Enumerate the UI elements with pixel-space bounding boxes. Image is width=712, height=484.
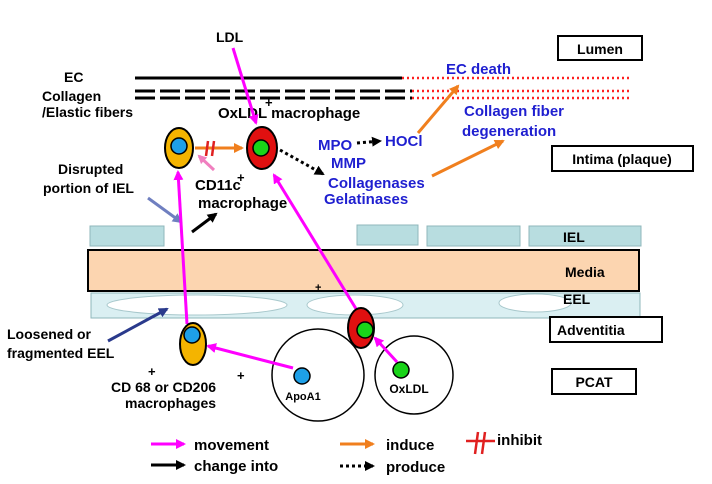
cd11c-macrophage-intima [164, 127, 194, 169]
oxldl-macrophage-migration-arrow [272, 173, 360, 313]
svg-text:Intima (plaque): Intima (plaque) [572, 151, 672, 167]
iel-segment [89, 225, 165, 247]
layer-label-media: Media [565, 264, 605, 280]
loosened-eel-label: Loosened or [7, 326, 92, 342]
svg-text:Lumen: Lumen [577, 41, 623, 57]
collagen-label: Collagen [42, 88, 101, 104]
layer-label-lumen: Lumen [557, 35, 643, 61]
ldl-movement-arrow [231, 47, 259, 125]
elastic-fibers-label: /Elastic fibers [42, 104, 133, 120]
loosened-eel-label-2: fragmented EEL [7, 345, 115, 361]
oxldl-macrophage-adventitia [347, 307, 375, 349]
oxldl-label: OxLDL [389, 382, 428, 396]
plus-sign: + [315, 282, 321, 294]
degeneration-label: degeneration [462, 123, 556, 140]
ec-death-label: EC death [446, 61, 511, 78]
apoa1-label: ApoA1 [285, 391, 320, 403]
pcat-adipocyte-oxldl [374, 335, 454, 415]
eel-layer [90, 292, 641, 319]
cd68-macrophage-adventitia [179, 322, 207, 366]
legend-induce-label: induce [386, 437, 434, 454]
collagenases-label: Collagenases [328, 175, 425, 192]
plus-sign: + [265, 95, 273, 110]
hocl-to-ec-death-arrow [416, 84, 460, 134]
legend-change-label: change into [194, 458, 278, 475]
pcat-adipocyte-apoa1 [271, 328, 365, 422]
legend-produce-label: produce [386, 459, 445, 476]
disrupted-iel-label-2: portion of IEL [43, 180, 134, 196]
plus-sign: + [148, 364, 156, 379]
gelatinases-label: Gelatinases [324, 191, 408, 208]
mpo-produce-arrow [356, 136, 382, 147]
mpo-label: MPO [318, 137, 353, 154]
cd68-label: CD 68 or CD206 [111, 379, 216, 395]
collagen-fiber-label: Collagen fiber [464, 103, 564, 120]
apoa1-movement-arrow [206, 343, 294, 370]
cd11c-label: CD11c [195, 177, 241, 194]
legend-inhibit-label: inhibit [497, 432, 542, 449]
oxldl-movement-arrow [373, 336, 399, 364]
endothelium-lines [135, 76, 632, 100]
legend: movement change into induce produce inhi… [151, 431, 542, 476]
plus-sign: + [237, 368, 245, 383]
disrupted-iel-label: Disrupted [58, 161, 123, 177]
eel-fragment [106, 294, 288, 316]
change-into-arrow [191, 212, 218, 234]
macrophage-produce-arrow [279, 148, 325, 176]
layer-label-pcat: PCAT [551, 368, 637, 395]
iel-segment [426, 225, 521, 247]
oxldl-particle [392, 361, 410, 379]
oxldl-macrophage-label: OxLDL macrophage [218, 105, 360, 122]
inhibit-icon [204, 140, 216, 157]
svg-text:Adventitia: Adventitia [557, 322, 625, 338]
iel-segment [528, 225, 642, 247]
media-band [87, 249, 640, 292]
legend-movement-label: movement [194, 437, 269, 454]
plus-sign: + [237, 170, 245, 185]
legend-inhibit-icon [466, 431, 495, 455]
iel-layer [89, 224, 642, 247]
layer-label-eel: EEL [563, 291, 591, 307]
ec-label: EC [64, 69, 83, 85]
cd68-migration-arrow [173, 170, 189, 325]
oxldl-macrophage-intima [246, 126, 278, 170]
eel-pointer [107, 307, 169, 343]
hocl-label: HOCl [385, 133, 423, 150]
svg-text:PCAT: PCAT [575, 374, 613, 390]
layer-label-adventitia: Adventitia [549, 316, 663, 343]
eel-fragment [498, 293, 572, 313]
disrupted-iel-pointer [147, 196, 183, 224]
cd11c-macrophage-label: macrophage [198, 195, 287, 212]
mmp-label: MMP [331, 155, 366, 172]
iel-segment [356, 224, 419, 246]
cd68-macrophages-label: macrophages [125, 395, 216, 411]
layer-label-iel: IEL [563, 229, 585, 245]
collagenases-to-fiber-arrow [431, 139, 505, 178]
ldl-label: LDL [216, 29, 244, 45]
apoa1-particle [293, 367, 311, 385]
layer-label-intima: Intima (plaque) [551, 145, 694, 172]
cd11c-pink-arrow [197, 154, 216, 172]
